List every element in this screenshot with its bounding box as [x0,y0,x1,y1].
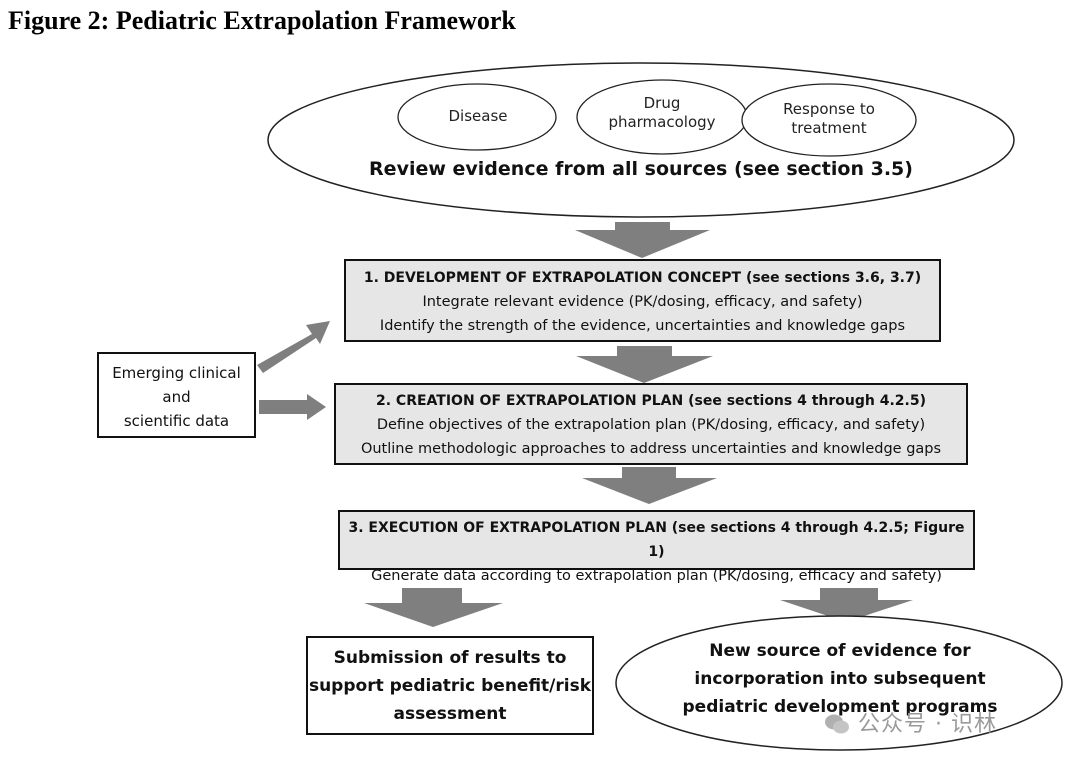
new-evidence-oval [615,615,1063,751]
side-arrow-lower [259,394,326,420]
step-1-line-1: Integrate relevant evidence (PK/dosing, … [422,294,863,310]
step-3-box: 3. EXECUTION OF EXTRAPOLATION PLAN (see … [338,510,975,584]
down-arrow-left-output [364,588,503,627]
response-to-treatment-oval [741,83,917,157]
down-arrow-3 [582,467,717,504]
new-evidence-label: New source of evidence for incorporation… [682,641,998,717]
side-arrow-upper [257,321,330,373]
down-arrow-1 [575,222,710,258]
step-1-line-2: Identify the strength of the evidence, u… [379,318,906,334]
step-3-line-1: Generate data according to extrapolation… [371,568,942,584]
step-2-line-2: Outline methodologic approaches to addre… [360,441,942,457]
step-2-line-1: Define objectives of the extrapolation p… [376,417,926,433]
figure-title: Figure 2: Pediatric Extrapolation Framew… [8,6,516,35]
disease-label: Disease [448,107,508,125]
drug-pharmacology-label: Drug pharmacology [608,94,716,131]
watermark-text: 公众号 · 识林 [858,712,997,737]
down-arrow-2 [576,346,713,383]
step-3-heading: 3. EXECUTION OF EXTRAPOLATION PLAN (see … [348,520,965,560]
down-arrow-right-output [780,588,913,622]
step-1-heading: 1. DEVELOPMENT OF EXTRAPOLATION CONCEPT … [363,270,922,286]
step-1-box: 1. DEVELOPMENT OF EXTRAPOLATION CONCEPT … [344,259,941,342]
review-evidence-label: Review evidence from all sources (see se… [369,158,913,180]
emerging-data-box: Emerging clinical and scientific data [97,352,256,438]
step-2-heading: 2. CREATION OF EXTRAPOLATION PLAN (see s… [376,393,926,409]
submission-results-box: Submission of results to support pediatr… [306,636,594,735]
disease-oval [397,83,557,151]
step-2-box: 2. CREATION OF EXTRAPOLATION PLAN (see s… [334,383,968,465]
response-to-treatment-label: Response to treatment [783,100,875,137]
wechat-logo-icon [825,714,849,734]
